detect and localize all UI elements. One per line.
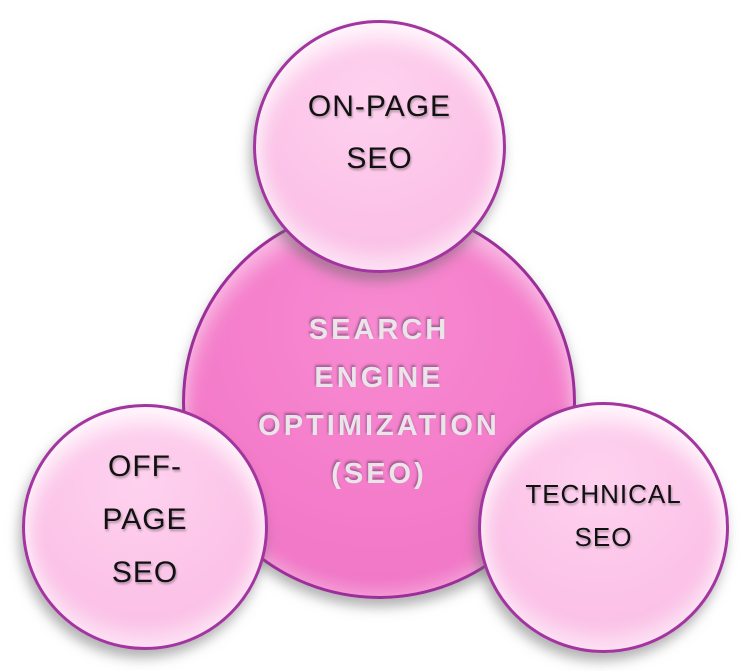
node-technical-seo: TECHNICAL SEO: [478, 402, 729, 653]
node-label-line: ON-PAGE: [307, 89, 452, 123]
center-node-line: ENGINE: [314, 362, 444, 394]
node-on-page-seo: ON-PAGE SEO: [253, 20, 506, 273]
center-node-line: SEARCH: [308, 314, 450, 346]
node-label-line: OFF-: [108, 449, 182, 483]
node-label-line: SEO: [574, 521, 633, 552]
node-label-line: SEO: [111, 555, 179, 589]
center-node-line: OPTIMIZATION: [258, 410, 500, 442]
node-off-page-seo: OFF- PAGE SEO: [22, 404, 268, 650]
node-label-line: PAGE: [102, 502, 188, 536]
node-label-line: SEO: [346, 141, 413, 175]
center-node-line: (SEO): [331, 458, 427, 490]
node-label-line: TECHNICAL: [525, 478, 682, 509]
